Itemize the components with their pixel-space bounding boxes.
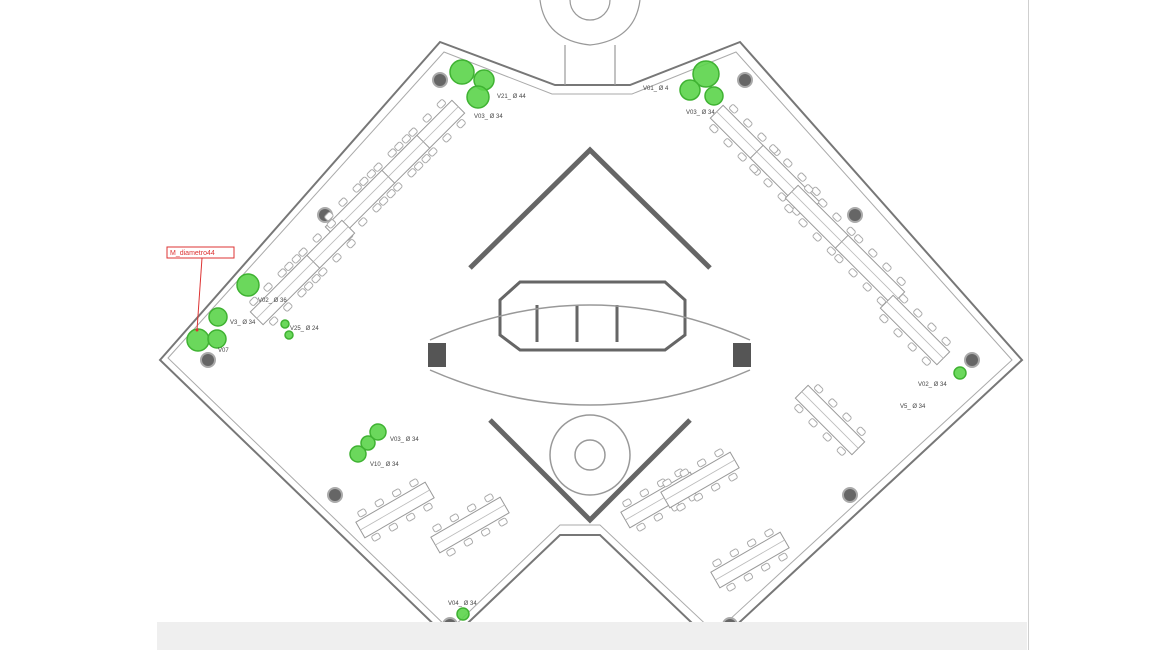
- annotation-labels: V21_ Ø 44 V03_ Ø 34 V01_ Ø 4 V03_ Ø 34 V…: [218, 86, 947, 607]
- tree-marker: [692, 60, 720, 88]
- tree-marker: [186, 328, 210, 352]
- tree-marker: [466, 85, 490, 109]
- desk-cluster: [710, 528, 790, 592]
- tree-marker: [704, 86, 724, 106]
- desk-cluster: [834, 234, 906, 306]
- desk-cluster: [784, 184, 856, 256]
- tree-marker: [679, 79, 701, 101]
- tree-marker: [207, 329, 227, 349]
- tree-marker: [280, 319, 290, 329]
- label-v02-left: V02_ Ø 36: [258, 298, 287, 304]
- label-v04: V04_ Ø 34: [448, 601, 477, 607]
- tree-marker: [449, 59, 475, 85]
- desk-cluster: [660, 448, 740, 512]
- callout-text: M_diametro44: [170, 250, 215, 257]
- core-rotunda: [429, 304, 751, 496]
- tree-marker: [360, 435, 376, 451]
- top-entry: [539, 0, 641, 85]
- desk-cluster: [879, 294, 951, 366]
- label-v25: V25_ Ø 24: [290, 326, 319, 332]
- label-v03-mid: V03_ Ø 34: [390, 437, 419, 443]
- tree-marker: [284, 330, 294, 340]
- desk-clusters: [249, 99, 951, 592]
- tree-markers: [186, 59, 967, 621]
- building-outline: [158, 40, 1024, 647]
- tree-marker: [953, 366, 967, 380]
- callout: M_diametro44: [166, 246, 235, 332]
- structural-columns: [200, 72, 980, 633]
- desk-cluster: [355, 478, 435, 542]
- tree-marker: [369, 423, 387, 441]
- core-columns: [428, 343, 751, 367]
- label-v21: V21_ Ø 44: [497, 94, 526, 100]
- core-inner: [498, 280, 687, 352]
- central-core: [468, 146, 712, 524]
- label-v10: V10_ Ø 34: [370, 462, 399, 468]
- label-v5: V5_ Ø 34: [900, 404, 926, 410]
- tree-marker: [456, 607, 470, 621]
- page-edge: [1028, 0, 1029, 650]
- label-v07: V07: [218, 348, 229, 354]
- label-v03-top-right: V03_ Ø 34: [686, 110, 715, 116]
- tree-marker: [349, 445, 367, 463]
- bottom-strip: [157, 622, 1027, 650]
- label-v02-right: V02_ Ø 34: [918, 382, 947, 388]
- tree-marker: [208, 307, 228, 327]
- desk-cluster: [430, 493, 510, 557]
- tree-marker: [236, 273, 260, 297]
- label-v03-top-left: V03_ Ø 34: [474, 114, 503, 120]
- desk-cluster: [249, 254, 321, 326]
- label-v01: V01_ Ø 4: [643, 86, 669, 92]
- label-v3: V3_ Ø 34: [230, 320, 256, 326]
- desk-cluster: [794, 384, 866, 456]
